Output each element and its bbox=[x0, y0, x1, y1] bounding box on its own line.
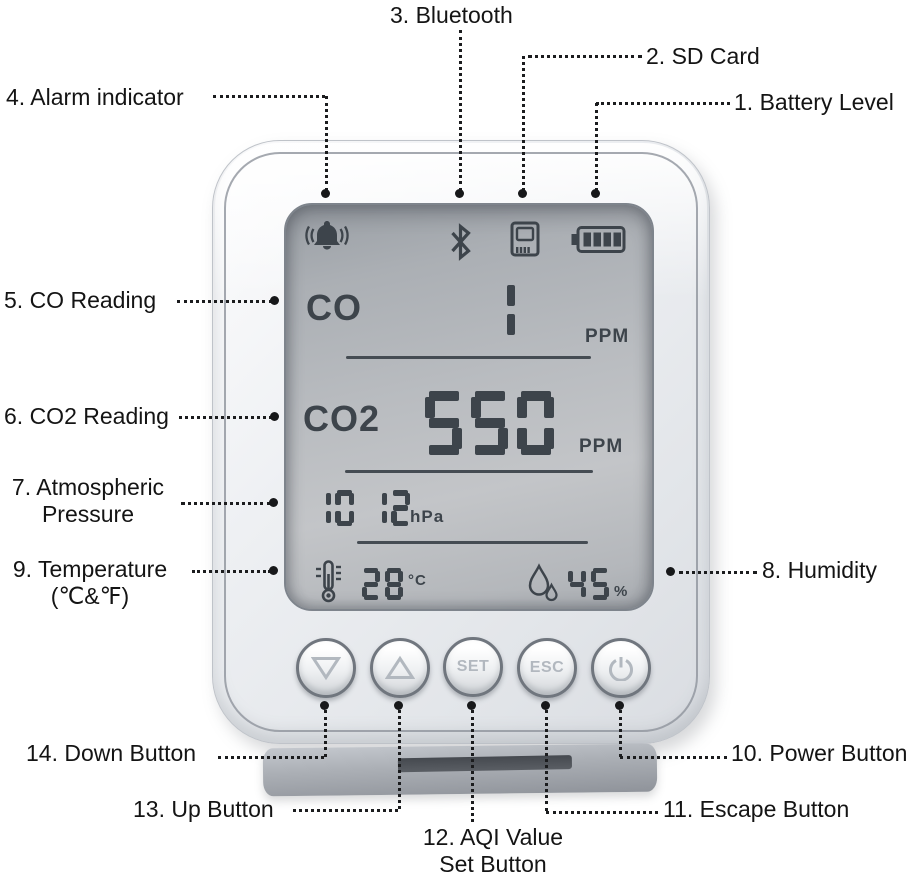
sd-card-icon bbox=[510, 221, 540, 257]
divider-2 bbox=[345, 470, 593, 473]
leader-down-h bbox=[218, 756, 324, 759]
lcd-screen: CO PPM CO2 PPM hPa bbox=[284, 203, 654, 611]
callout-power: 10. Power Button bbox=[731, 740, 908, 766]
leader-sd-v bbox=[522, 56, 525, 191]
leader-set-v bbox=[471, 710, 474, 822]
esc-button-label: ESC bbox=[529, 659, 565, 676]
marker-bluetooth bbox=[455, 189, 464, 198]
callout-temperature-line2: (℃&℉) bbox=[50, 583, 130, 609]
co2-label: CO2 bbox=[303, 398, 381, 439]
up-button[interactable] bbox=[370, 638, 430, 698]
co-value bbox=[489, 280, 523, 340]
callout-escape: 11. Escape Button bbox=[663, 796, 850, 822]
power-button[interactable] bbox=[591, 638, 651, 698]
leader-alarm-v bbox=[325, 96, 328, 191]
humidity-unit: % bbox=[614, 583, 629, 600]
callout-aqi-line2: Set Button bbox=[439, 851, 547, 876]
leader-sd-h bbox=[528, 55, 642, 58]
callout-humidity: 8. Humidity bbox=[762, 557, 878, 583]
co-unit: PPM bbox=[585, 326, 630, 347]
triangle-up-icon bbox=[385, 655, 415, 679]
marker-co bbox=[270, 296, 279, 305]
callout-pressure-line2: Pressure bbox=[41, 501, 135, 527]
temperature-value bbox=[362, 568, 408, 600]
marker-down bbox=[320, 701, 329, 710]
pressure-unit: hPa bbox=[410, 507, 445, 526]
callout-bluetooth: 3. Bluetooth bbox=[390, 2, 513, 28]
leader-temperature bbox=[192, 570, 271, 573]
power-icon bbox=[609, 657, 633, 681]
marker-alarm bbox=[321, 189, 330, 198]
callout-aqi: 12. AQI Value Set Button bbox=[403, 824, 583, 876]
divider-1 bbox=[346, 356, 591, 359]
battery-icon bbox=[571, 226, 626, 253]
marker-set bbox=[467, 701, 476, 710]
device-body: CO PPM CO2 PPM hPa bbox=[212, 140, 710, 744]
leader-bluetooth bbox=[459, 30, 462, 191]
callout-temperature-line1: 9. Temperature bbox=[12, 556, 168, 582]
temperature-unit: °C bbox=[408, 572, 427, 589]
leader-co bbox=[177, 300, 272, 303]
co2-unit: PPM bbox=[579, 436, 624, 457]
callout-temperature: 9. Temperature (℃&℉) bbox=[4, 556, 176, 610]
marker-co2 bbox=[270, 412, 279, 421]
leader-up-v bbox=[398, 710, 401, 809]
marker-power bbox=[615, 701, 624, 710]
leader-alarm-h bbox=[213, 95, 325, 98]
callout-alarm: 4. Alarm indicator bbox=[6, 84, 184, 110]
callout-down: 14. Down Button bbox=[26, 740, 197, 766]
leader-esc-h bbox=[546, 811, 658, 814]
thermometer-icon bbox=[316, 560, 341, 603]
humidity-drops-icon bbox=[528, 563, 558, 602]
callout-co: 5. CO Reading bbox=[4, 287, 157, 313]
callout-pressure-line1: 7. Atmospheric bbox=[11, 474, 165, 500]
leader-co2 bbox=[179, 416, 272, 419]
humidity-value bbox=[568, 568, 614, 600]
callout-co2: 6. CO2 Reading bbox=[4, 403, 169, 429]
leader-up-h bbox=[293, 809, 398, 812]
leader-battery-h bbox=[596, 102, 730, 105]
callout-pressure: 7. Atmospheric Pressure bbox=[4, 474, 172, 528]
esc-button[interactable]: ESC bbox=[517, 638, 577, 698]
leader-power-v bbox=[619, 710, 622, 757]
callout-battery: 1. Battery Level bbox=[734, 89, 894, 115]
leader-humidity bbox=[679, 571, 757, 574]
leader-power-h bbox=[620, 756, 727, 759]
leader-pressure bbox=[181, 502, 271, 505]
marker-sd bbox=[518, 189, 527, 198]
device-stand bbox=[262, 743, 658, 797]
callout-up: 13. Up Button bbox=[133, 796, 274, 822]
callout-aqi-line1: 12. AQI Value bbox=[422, 824, 564, 850]
set-button-label: SET bbox=[456, 658, 490, 675]
set-button[interactable]: SET bbox=[443, 637, 503, 697]
co2-value bbox=[425, 391, 563, 455]
leader-esc-v bbox=[545, 710, 548, 811]
marker-pressure bbox=[269, 498, 278, 507]
pressure-value bbox=[312, 490, 414, 526]
marker-up bbox=[394, 701, 403, 710]
leader-battery-v bbox=[595, 103, 598, 191]
marker-esc bbox=[541, 701, 550, 710]
alarm-bell-icon bbox=[305, 221, 349, 250]
down-button[interactable] bbox=[296, 638, 356, 698]
marker-battery bbox=[591, 189, 600, 198]
marker-temperature bbox=[269, 566, 278, 575]
leader-down-v bbox=[324, 710, 327, 757]
bluetooth-icon bbox=[451, 223, 471, 261]
divider-3 bbox=[357, 541, 588, 544]
triangle-down-icon bbox=[311, 657, 341, 681]
callout-sd-card: 2. SD Card bbox=[646, 43, 760, 69]
co-label: CO bbox=[306, 287, 362, 328]
marker-humidity bbox=[666, 567, 675, 576]
